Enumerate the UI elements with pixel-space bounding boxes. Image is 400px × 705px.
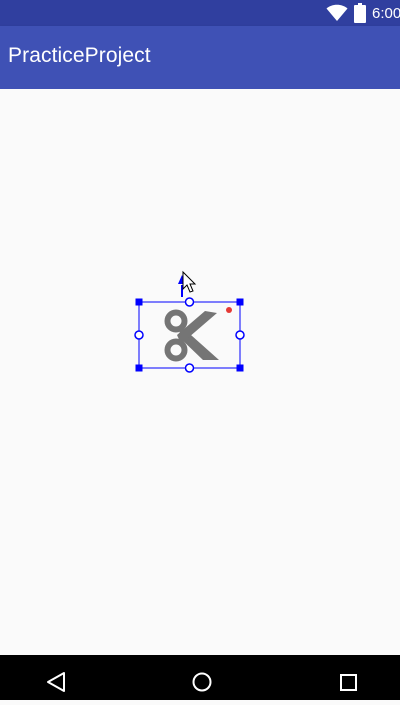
- back-button[interactable]: [27, 655, 87, 700]
- mouse-cursor-icon: [182, 270, 197, 293]
- resize-handle-bottom-right[interactable]: [236, 364, 244, 372]
- image-view-selection[interactable]: [133, 269, 247, 375]
- app-title: PracticeProject: [8, 44, 151, 67]
- layout-canvas[interactable]: [0, 89, 400, 655]
- status-time: 6:00: [372, 4, 400, 22]
- resize-handle-top-left[interactable]: [135, 298, 143, 306]
- anchor-right[interactable]: [235, 330, 245, 340]
- app-bar: PracticeProject: [0, 26, 400, 89]
- anchor-bottom[interactable]: [184, 363, 195, 373]
- resize-handle-top-right[interactable]: [236, 298, 244, 306]
- anchor-left[interactable]: [134, 330, 144, 340]
- anchor-top[interactable]: [184, 297, 195, 307]
- home-circle-icon: [192, 672, 212, 692]
- image-view-widget[interactable]: [133, 269, 247, 375]
- battery-icon: [354, 3, 366, 23]
- recents-button[interactable]: [318, 655, 378, 700]
- home-button[interactable]: [172, 655, 232, 700]
- status-icons: 6:00: [326, 0, 400, 26]
- warning-badge[interactable]: [226, 307, 232, 313]
- resize-handle-bottom-left[interactable]: [135, 364, 143, 372]
- navigation-bar: [0, 655, 400, 700]
- back-triangle-icon: [47, 672, 65, 692]
- recents-square-icon: [340, 674, 357, 691]
- status-bar: 6:00: [0, 0, 400, 26]
- wifi-icon: [326, 4, 348, 21]
- scissors-icon: [164, 309, 219, 362]
